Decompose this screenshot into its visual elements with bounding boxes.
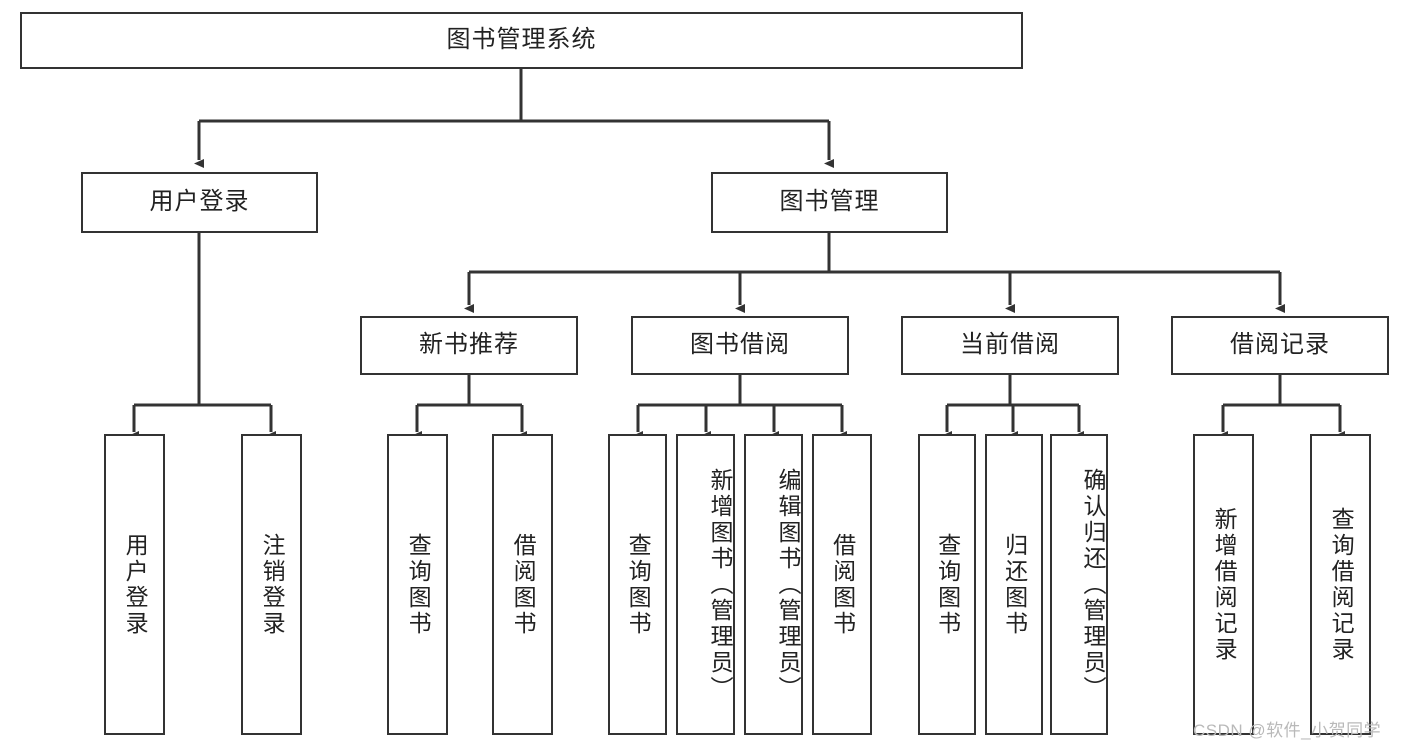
node-label: 借阅图书 bbox=[510, 532, 537, 637]
node-leaf-user-login-logout[interactable]: 注销登录 bbox=[241, 434, 302, 735]
node-leaf-record-add-record[interactable]: 新增借阅记录 bbox=[1193, 434, 1254, 735]
node-label: 借阅图书 bbox=[829, 532, 856, 637]
node-book-management[interactable]: 图书管理 bbox=[711, 172, 948, 233]
node-leaf-user-login-login[interactable]: 用户登录 bbox=[104, 434, 165, 735]
node-label: 查询图书 bbox=[934, 532, 961, 637]
node-leaf-record-query-record[interactable]: 查询借阅记录 bbox=[1310, 434, 1371, 735]
node-leaf-current-return-book[interactable]: 归还图书 bbox=[985, 434, 1043, 735]
node-label: 归还图书 bbox=[1001, 532, 1028, 637]
node-borrow-record[interactable]: 借阅记录 bbox=[1171, 316, 1389, 375]
node-leaf-borrow-borrow-book[interactable]: 借阅图书 bbox=[812, 434, 872, 735]
node-label: 查询图书 bbox=[625, 532, 652, 637]
node-label: 注销登录 bbox=[259, 532, 286, 637]
node-label: 用户登录 bbox=[149, 188, 250, 216]
node-label: 用户登录 bbox=[122, 532, 149, 637]
node-label: 图书管理系统 bbox=[446, 26, 597, 54]
node-label: 查询图书 bbox=[405, 532, 432, 637]
node-leaf-borrow-query-book[interactable]: 查询图书 bbox=[608, 434, 667, 735]
node-current-borrow[interactable]: 当前借阅 bbox=[901, 316, 1119, 375]
node-label: 图书借阅 bbox=[690, 331, 790, 359]
node-label: 图书管理 bbox=[779, 188, 880, 216]
node-label: 当前借阅 bbox=[960, 331, 1060, 359]
node-label: 新增图书（管理员） bbox=[707, 467, 733, 702]
node-leaf-current-query-book[interactable]: 查询图书 bbox=[918, 434, 976, 735]
node-new-book-recommend[interactable]: 新书推荐 bbox=[360, 316, 578, 375]
node-root-book-management-system[interactable]: 图书管理系统 bbox=[20, 12, 1023, 69]
watermark: CSDN @软件_小贺同学 bbox=[1193, 721, 1382, 740]
node-label: 新增借阅记录 bbox=[1211, 506, 1238, 663]
node-label: 查询借阅记录 bbox=[1328, 506, 1355, 663]
node-leaf-newbook-borrow-book[interactable]: 借阅图书 bbox=[492, 434, 553, 735]
node-label: 编辑图书（管理员） bbox=[775, 467, 801, 702]
node-leaf-borrow-add-book-admin[interactable]: 新增图书（管理员） bbox=[676, 434, 735, 735]
node-label: 借阅记录 bbox=[1230, 331, 1330, 359]
node-label: 新书推荐 bbox=[419, 331, 519, 359]
node-leaf-newbook-query-book[interactable]: 查询图书 bbox=[387, 434, 448, 735]
node-label: 确认归还（管理员） bbox=[1080, 467, 1106, 702]
node-book-borrow[interactable]: 图书借阅 bbox=[631, 316, 849, 375]
node-leaf-borrow-edit-book-admin[interactable]: 编辑图书（管理员） bbox=[744, 434, 803, 735]
node-leaf-current-confirm-return-admin[interactable]: 确认归还（管理员） bbox=[1050, 434, 1108, 735]
node-user-login[interactable]: 用户登录 bbox=[81, 172, 318, 233]
